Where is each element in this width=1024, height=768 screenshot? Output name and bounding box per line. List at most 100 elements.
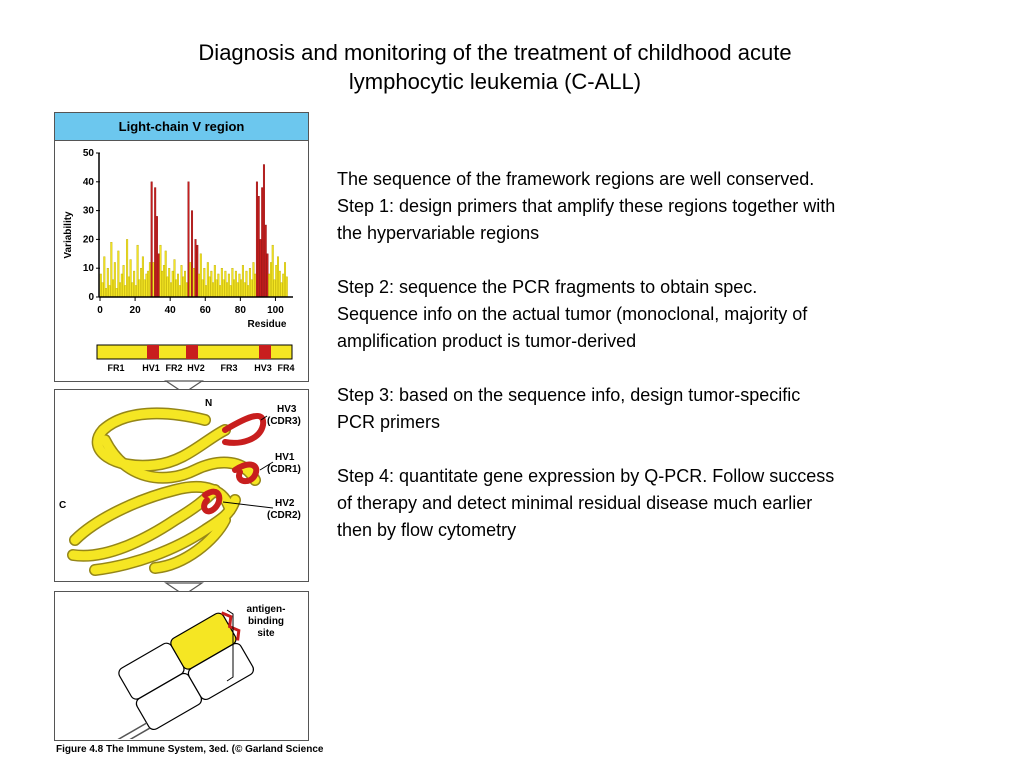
framework-bar (278, 270, 281, 298)
antibody-schematic: antigen- binding site (94, 604, 286, 739)
framework-bar (268, 273, 271, 298)
text-line: then by flow cytometry (337, 520, 517, 540)
x-tick-label: 100 (267, 305, 284, 316)
framework-bar (176, 273, 179, 298)
framework-bar (224, 270, 227, 298)
down-arrow-icon (164, 380, 204, 394)
framework-bar (201, 279, 204, 298)
c-terminus-label: C (59, 500, 66, 511)
hypervariable-bar (261, 187, 264, 298)
hypervariable-bar (154, 187, 157, 298)
y-tick-label: 10 (83, 263, 95, 274)
region-label-fr1: FR1 (107, 363, 124, 373)
y-tick-label: 30 (83, 206, 95, 217)
region-label-hv1: HV1 (142, 363, 160, 373)
framework-bar (168, 267, 171, 298)
region-label-fr2: FR2 (165, 363, 182, 373)
framework-bar (233, 279, 236, 298)
region-label-fr3: FR3 (220, 363, 237, 373)
hv2-label: HV2 (275, 498, 295, 509)
body-text: The sequence of the framework regions ar… (337, 166, 997, 571)
framework-bar (147, 270, 150, 298)
hypervariable-bar (187, 181, 190, 298)
text-line: Step 1: design primers that amplify thes… (337, 196, 836, 216)
framework-bar (101, 282, 104, 298)
framework-bar (234, 270, 237, 298)
text-line: Step 3: based on the sequence info, desi… (337, 385, 801, 405)
cdr3-label: (CDR3) (267, 416, 301, 427)
x-tick-label: 60 (200, 305, 212, 316)
framework-bar (169, 282, 172, 298)
hv3-loop (222, 413, 267, 446)
framework-bar (240, 279, 243, 298)
region-label-hv3: HV3 (254, 363, 272, 373)
y-tick-label: 50 (83, 148, 95, 159)
framework-bar (106, 267, 109, 298)
variable-domain (187, 642, 255, 701)
framework-bar (217, 273, 220, 298)
framework-bar (127, 276, 130, 298)
hypervariable-bar (191, 210, 194, 298)
framework-bar (220, 267, 223, 298)
framework-bar (203, 267, 206, 298)
framework-bar (143, 279, 146, 298)
y-tick-label: 0 (88, 292, 94, 303)
hypervariable-bar (155, 216, 158, 298)
text-line: Step 4: quantitate gene expression by Q-… (337, 466, 835, 486)
hv1-label: HV1 (275, 452, 295, 463)
framework-bar (252, 262, 255, 298)
cdr2-label: (CDR2) (267, 510, 301, 521)
framework-bar (99, 273, 102, 298)
hypervariable-bar (259, 239, 262, 298)
text-line: amplification product is tumor-derived (337, 331, 637, 351)
framework-bar (113, 262, 116, 298)
framework-bar (117, 250, 120, 298)
structure-panel: N C HV3 (CDR3) HV1 (CDR1) HV2 (CDR2) (54, 389, 309, 582)
framework-bar (227, 273, 230, 298)
framework-bar (103, 256, 106, 298)
paragraph-step2: Step 2: sequence the PCR fragments to ob… (337, 274, 997, 355)
framework-bar (273, 279, 276, 298)
framework-bar (110, 242, 113, 298)
hv1-loop (232, 461, 260, 485)
framework-bar (284, 262, 287, 298)
text-line: The sequence of the framework regions ar… (337, 169, 815, 189)
framework-bar (192, 267, 195, 298)
down-arrow-icon (164, 582, 204, 596)
antigen-label-line1: antigen- (247, 604, 286, 615)
hv2-segment (186, 345, 198, 359)
framework-bar (241, 265, 244, 298)
x-tick-label: 40 (165, 305, 177, 316)
framework-bar (148, 262, 151, 298)
paragraph-step1: The sequence of the framework regions ar… (337, 166, 997, 247)
framework-bar (250, 279, 253, 298)
hv1-segment (147, 345, 159, 359)
framework-bar (108, 285, 111, 298)
framework-bar (133, 270, 136, 298)
framework-bar (226, 282, 229, 298)
framework-bar (120, 273, 123, 298)
hypervariable-bar (150, 181, 153, 298)
framework-bar (236, 282, 239, 298)
framework-bar (229, 285, 232, 298)
text-line: the hypervariable regions (337, 223, 540, 243)
framework-bar (122, 265, 125, 298)
x-tick-label: 80 (235, 305, 247, 316)
slide-title: Diagnosis and monitoring of the treatmen… (0, 38, 990, 96)
framework-bar (219, 285, 222, 298)
framework-bar (184, 270, 186, 298)
framework-bar (105, 288, 108, 298)
region-label-hv2: HV2 (187, 363, 205, 373)
framework-bar (271, 244, 274, 298)
x-axis-label: Residue (248, 319, 287, 330)
framework-bar (231, 267, 234, 298)
framework-bar (152, 262, 155, 298)
text-line: Step 2: sequence the PCR fragments to ob… (337, 277, 758, 297)
n-terminus-label: N (205, 398, 212, 409)
framework-bar (275, 265, 278, 298)
paragraph-step3: Step 3: based on the sequence info, desi… (337, 382, 997, 436)
ribbon-structure-diagram: N C HV3 (CDR3) HV1 (CDR1) HV2 (CDR2) (59, 398, 301, 576)
